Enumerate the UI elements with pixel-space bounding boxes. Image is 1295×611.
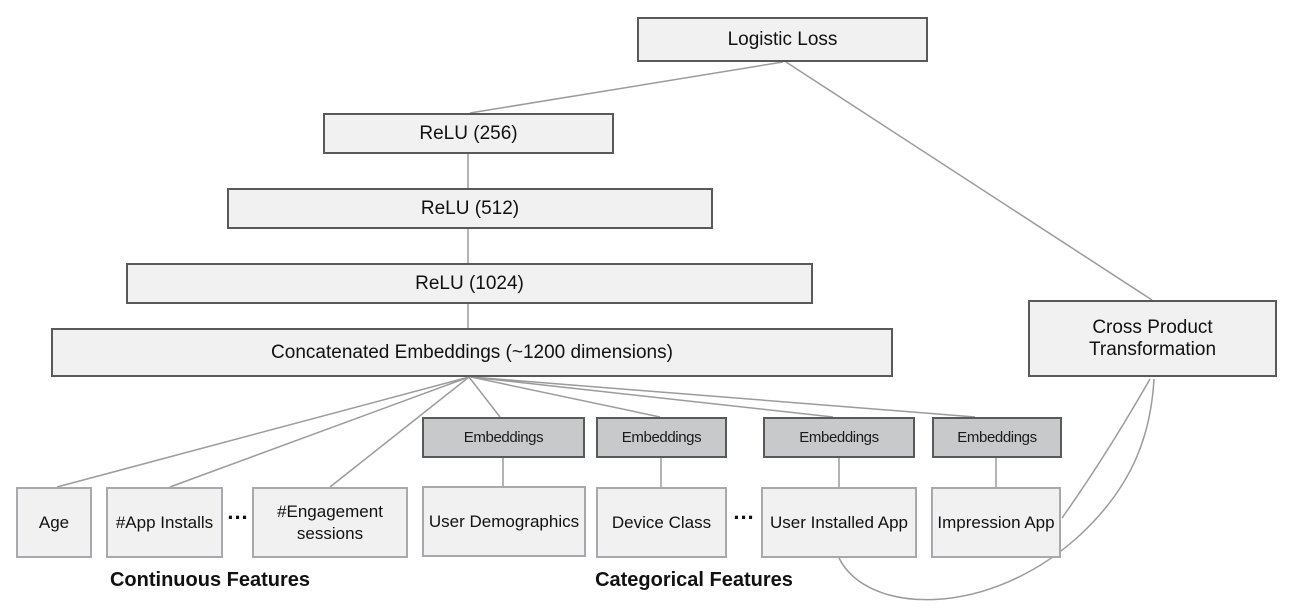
cross-product-transformation-box: Cross Product Transformation bbox=[1028, 300, 1277, 377]
concatenated-embeddings-box: Concatenated Embeddings (~1200 dimension… bbox=[51, 328, 893, 377]
edge-userinstalled-crossproduct bbox=[838, 378, 1155, 601]
relu-256-box: ReLU (256) bbox=[323, 113, 614, 154]
categorical-features-label: Categorical Features bbox=[595, 569, 793, 591]
age-feature-box: Age bbox=[16, 487, 92, 558]
relu-512-box: ReLU (512) bbox=[227, 188, 713, 229]
continuous-features-label: Continuous Features bbox=[109, 569, 310, 591]
edge-concat-embeddings2 bbox=[470, 376, 661, 418]
app-installs-feature-box: #App Installs bbox=[106, 487, 223, 558]
engagement-sessions-feature-box: #Engagement sessions bbox=[252, 487, 408, 558]
user-demographics-feature-box: User Demographics bbox=[422, 486, 586, 557]
edge-concat-embeddings1 bbox=[468, 376, 501, 418]
user-installed-app-feature-box: User Installed App bbox=[761, 487, 917, 558]
logistic-loss-box: Logistic Loss bbox=[637, 17, 928, 62]
edge-impression-crossproduct bbox=[1061, 378, 1151, 519]
edge-concat-age bbox=[56, 376, 470, 488]
edge-concat-engagement bbox=[329, 376, 470, 488]
embeddings-box-device-class: Embeddings bbox=[596, 417, 727, 458]
impression-app-feature-box: Impression App bbox=[931, 487, 1061, 558]
device-class-feature-box: Device Class bbox=[596, 487, 727, 558]
embeddings-box-user-demographics: Embeddings bbox=[422, 417, 585, 458]
categorical-ellipsis: ... bbox=[733, 499, 755, 524]
continuous-ellipsis: ... bbox=[227, 499, 249, 524]
edge-concat-appinstalls bbox=[169, 376, 470, 488]
edge-concat-embeddings3 bbox=[470, 376, 834, 418]
edge-concat-embeddings4 bbox=[470, 376, 976, 418]
edge-logisticloss-relu256 bbox=[469, 61, 784, 114]
embeddings-box-user-installed-app: Embeddings bbox=[763, 417, 915, 458]
edge-logisticloss-crossproduct bbox=[785, 61, 1153, 301]
relu-1024-box: ReLU (1024) bbox=[126, 263, 813, 304]
embeddings-box-impression-app: Embeddings bbox=[932, 417, 1062, 458]
